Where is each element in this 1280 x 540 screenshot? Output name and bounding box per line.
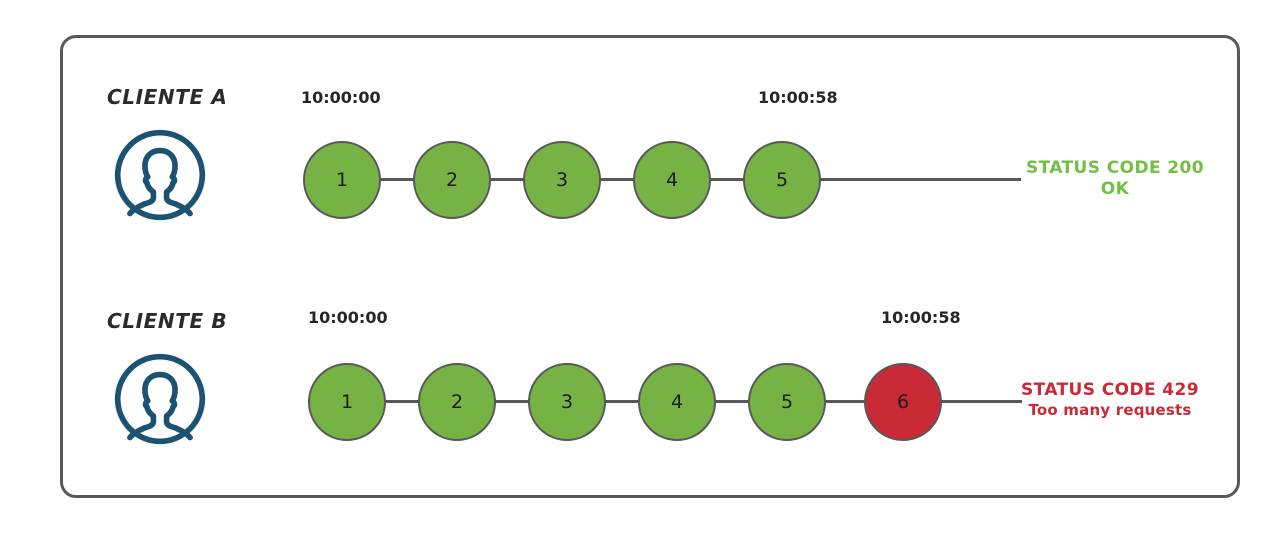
status-message-text: OK xyxy=(1100,179,1130,200)
client-a-status-badge: STATUS CODE 200 OK xyxy=(1026,158,1204,201)
connector-1-2 xyxy=(384,400,420,403)
diagram-frame: CLIENTE A 10:00:00 10:00:58 1 2 3 4 xyxy=(60,35,1240,498)
request-node[interactable]: 2 xyxy=(413,141,491,219)
client-b-request-chain: 1 2 3 4 5 6 xyxy=(308,363,1108,443)
request-node[interactable]: 4 xyxy=(638,363,716,441)
user-avatar-icon xyxy=(114,353,206,445)
client-b-avatar xyxy=(113,352,207,446)
client-b-status-badge: STATUS CODE 429 Too many requests xyxy=(1021,380,1199,420)
connector-3-4 xyxy=(604,400,640,403)
client-b-end-time: 10:00:58 xyxy=(881,308,961,327)
client-row-a: CLIENTE A 10:00:00 10:00:58 1 2 3 4 xyxy=(63,38,1237,270)
connector-2-3 xyxy=(494,400,530,403)
status-code-text: STATUS CODE 429 xyxy=(1021,380,1199,400)
status-message-text: Too many requests xyxy=(1028,401,1192,420)
request-node-blocked[interactable]: 6 xyxy=(864,363,942,441)
connector-2-3 xyxy=(489,178,525,181)
client-a-end-time: 10:00:58 xyxy=(758,88,838,107)
connector-1-2 xyxy=(379,178,415,181)
connector-6-status xyxy=(940,400,1022,403)
request-node[interactable]: 3 xyxy=(528,363,606,441)
request-node[interactable]: 3 xyxy=(523,141,601,219)
client-b-start-time: 10:00:00 xyxy=(308,308,388,327)
client-a-avatar xyxy=(113,128,207,222)
user-avatar-icon xyxy=(114,129,206,221)
connector-4-5 xyxy=(709,178,745,181)
connector-4-5 xyxy=(714,400,750,403)
connector-3-4 xyxy=(599,178,635,181)
client-a-start-time: 10:00:00 xyxy=(301,88,381,107)
client-a-label: CLIENTE A xyxy=(107,85,228,109)
client-b-label: CLIENTE B xyxy=(107,309,228,333)
client-row-b: CLIENTE B 10:00:00 10:00:58 1 2 3 xyxy=(63,270,1237,501)
request-node[interactable]: 5 xyxy=(748,363,826,441)
connector-5-status xyxy=(817,178,1021,181)
connector-5-6 xyxy=(822,400,866,403)
request-node[interactable]: 5 xyxy=(743,141,821,219)
status-code-text: STATUS CODE 200 xyxy=(1026,158,1204,178)
request-node[interactable]: 4 xyxy=(633,141,711,219)
request-node[interactable]: 2 xyxy=(418,363,496,441)
request-node[interactable]: 1 xyxy=(303,141,381,219)
client-a-request-chain: 1 2 3 4 5 xyxy=(303,141,1103,221)
request-node[interactable]: 1 xyxy=(308,363,386,441)
